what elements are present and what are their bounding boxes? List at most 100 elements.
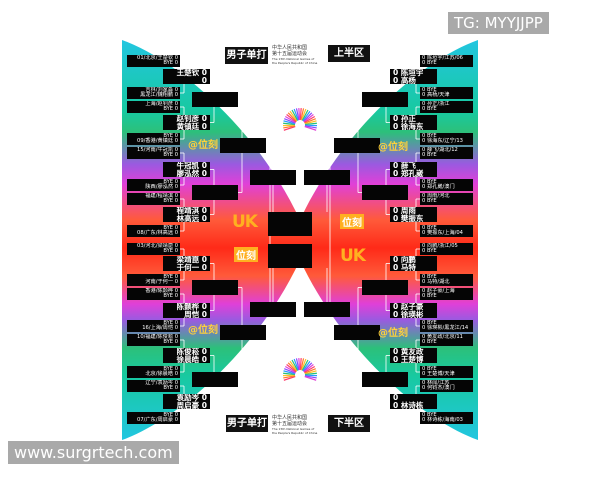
games-line: the People's Republic of China: [272, 431, 318, 435]
right-r3-match[interactable]: [362, 92, 408, 107]
logo-ray: [303, 112, 313, 122]
player-entry: 0 王楚博/天津: [422, 371, 455, 378]
logo-ray: [295, 108, 300, 121]
player-entry: 0 林闻/江苏: [422, 380, 450, 386]
logo-ray: [293, 108, 299, 121]
logo-ray: [284, 368, 296, 374]
right-r5-match[interactable]: [304, 170, 350, 185]
logo-ray: [300, 358, 305, 371]
left-r3-match[interactable]: [192, 185, 238, 200]
left-r4-match[interactable]: [220, 138, 266, 153]
player-entry: 徐晨皓 0: [176, 354, 207, 363]
games-line: 中华人民共和国: [272, 45, 308, 51]
right-r4-match[interactable]: [334, 325, 380, 340]
logo-ray: [301, 108, 307, 121]
logo-ray: [304, 372, 317, 376]
site-watermark: www.surgrtech.com: [8, 441, 179, 464]
left-r5-match[interactable]: [250, 302, 296, 317]
player-entry: 0 林诗栋: [393, 400, 424, 409]
logo-ray: [304, 120, 317, 125]
logo-ray: [283, 372, 296, 376]
left-r3-match[interactable]: [192, 92, 238, 107]
tg-watermark: TG: MYYJJPP: [448, 12, 549, 34]
logo-ray: [300, 108, 305, 121]
logo-ray: [286, 114, 297, 123]
left-r5-match[interactable]: [250, 170, 296, 185]
player-entry: BYE 0: [163, 248, 178, 255]
player-entry: 陈俊菘 0: [176, 348, 207, 356]
final-slot[interactable]: [268, 244, 312, 268]
right-r3-match[interactable]: [362, 185, 408, 200]
logo-ray: [289, 110, 298, 122]
player-entry: 周启豪 0: [176, 400, 207, 409]
player-entry: 0: [393, 394, 399, 402]
right-r3-match[interactable]: [362, 280, 408, 295]
player-entry: 01/北京/王楚钦 0: [137, 55, 178, 61]
left-r3-match[interactable]: [192, 372, 238, 387]
left-r4-match[interactable]: [220, 325, 266, 340]
logo-ray: [287, 112, 297, 122]
logo-ray: [286, 364, 297, 373]
logo-ray: [283, 375, 296, 381]
player-entry: 陕西/廖泓然 0: [145, 184, 178, 191]
right-r4-match[interactable]: [334, 138, 380, 153]
right-r3-match[interactable]: [362, 372, 408, 387]
right-r5-match[interactable]: [304, 302, 350, 317]
logo-ray: [302, 110, 311, 122]
logo-ray: [304, 118, 316, 124]
final-slot[interactable]: [268, 212, 312, 236]
left-r3-match[interactable]: [192, 280, 238, 295]
white-top-wing: [122, 40, 478, 220]
player-entry: 0 BYE: [422, 60, 437, 67]
